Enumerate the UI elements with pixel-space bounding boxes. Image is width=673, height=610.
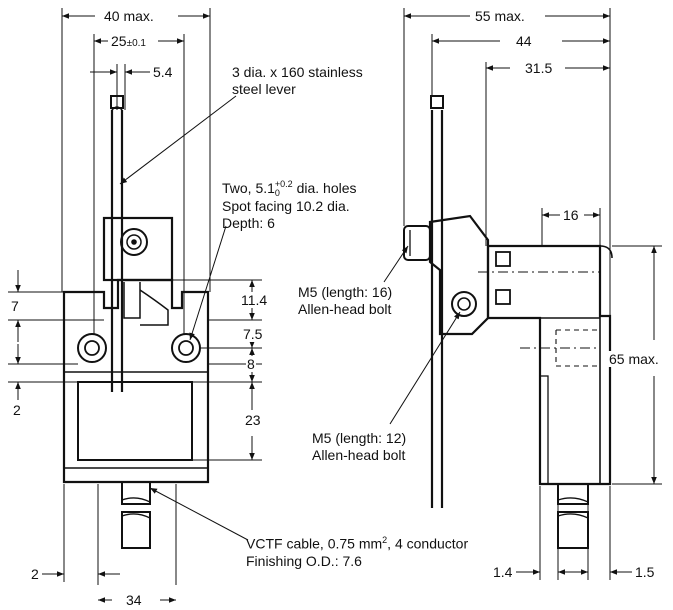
front-view (62, 95, 210, 549)
callout-bolt-16: M5 (length: 16) Allen-head bolt (298, 284, 392, 318)
callout-cable-line1: VCTF cable, 0.75 mm2, 4 conductor (246, 532, 468, 553)
cable-prefix: VCTF cable, 0.75 mm (246, 535, 383, 552)
holes-sup: +0.2 (274, 179, 293, 190)
dim-25: 25±0.1 (110, 33, 147, 52)
callout-lever-line2: steel lever (232, 81, 296, 97)
dim-1-4: 1.4 (492, 564, 514, 580)
callout-cable: VCTF cable, 0.75 mm2, 4 conductor Finish… (246, 532, 468, 570)
callout-bolt-16-line2: Allen-head bolt (298, 301, 392, 317)
callout-bolt-12: M5 (length: 12) Allen-head bolt (312, 430, 406, 464)
dim-25-tolerance: ±0.1 (126, 38, 146, 49)
leader-lines (119, 95, 461, 541)
side-view (403, 95, 613, 549)
dim-11-4: 11.4 (240, 292, 269, 308)
dim-2-left: 2 (12, 402, 22, 418)
holes-sub: 0 (274, 188, 280, 199)
dim-2-bottom: 2 (30, 566, 40, 582)
dim-7: 7 (10, 298, 20, 314)
cable-suffix: , 4 conductor (387, 535, 469, 552)
dim-65-max: 65 max. (608, 351, 660, 367)
dim-25-value: 25 (111, 33, 127, 49)
dim-1-5: 1.5 (634, 564, 656, 580)
holes-suffix: dia. holes (292, 180, 357, 196)
dim-40-max: 40 max. (103, 8, 155, 24)
dim-7-5: 7.5 (242, 326, 264, 342)
callout-bolt-16-line1: M5 (length: 16) (298, 284, 393, 300)
dim-5-4: 5.4 (152, 64, 174, 80)
dim-31-5: 31.5 (524, 60, 554, 76)
dim-44: 44 (515, 33, 533, 49)
dim-16: 16 (562, 207, 580, 223)
callout-cable-line2: Finishing O.D.: 7.6 (246, 552, 362, 569)
dim-34: 34 (125, 592, 143, 608)
dim-8: 8 (246, 356, 256, 372)
callout-holes-line2: Spot facing 10.2 dia. (222, 198, 350, 215)
cable-sup: 2 (382, 535, 388, 545)
callout-holes-line3: Depth: 6 (222, 215, 275, 232)
callout-lever-line1: 3 dia. x 160 stainless (232, 64, 363, 80)
callout-bolt-12-line1: M5 (length: 12) (312, 430, 407, 446)
dim-55-max: 55 max. (474, 8, 526, 24)
callout-lever: 3 dia. x 160 stainless steel lever (232, 64, 363, 98)
callout-bolt-12-line2: Allen-head bolt (312, 447, 406, 463)
holes-prefix: Two, 5.1 (222, 180, 275, 196)
dim-23: 23 (244, 412, 262, 428)
